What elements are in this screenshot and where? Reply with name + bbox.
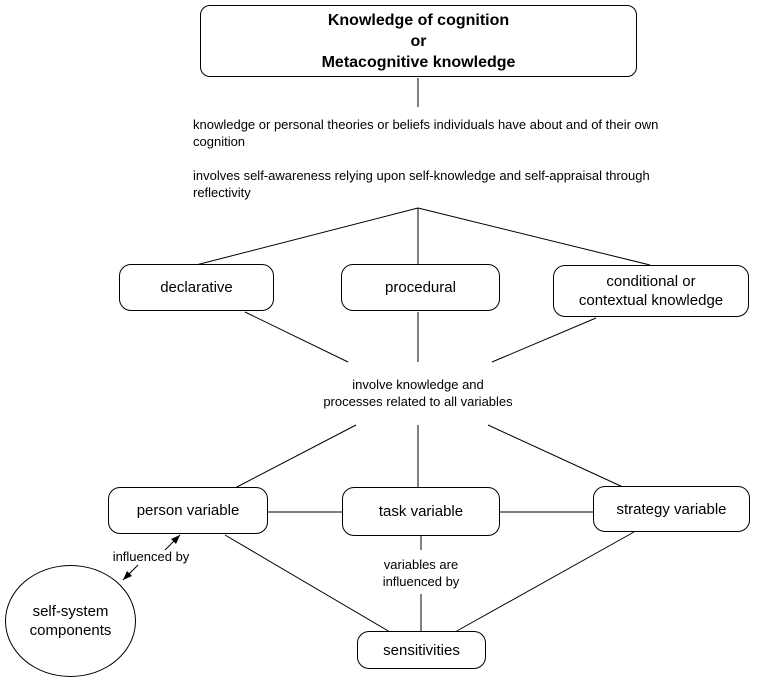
declarative-node: declarative [119, 264, 274, 311]
influenced-by-label: influenced by [112, 549, 190, 564]
task-variable-label: task variable [378, 503, 464, 520]
title-line-3: Metacognitive knowledge [321, 53, 516, 71]
conditional-label-line-1: conditional or [606, 273, 696, 290]
connector-involve-strategy [487, 424, 626, 489]
self-system-label-line-2: components [29, 622, 112, 639]
title-line-1: Knowledge of cognition [327, 11, 510, 29]
person-variable-label: person variable [136, 502, 240, 519]
person-variable-node: person variable [108, 487, 268, 534]
description-paragraph-2: involves self-awareness relying upon sel… [193, 168, 650, 200]
variables-influenced-line-2: influenced by [382, 574, 460, 589]
connector-person-sensitivities [224, 534, 391, 633]
connector-to-conditional [417, 207, 651, 266]
involve-text: involve knowledge and processes related … [298, 376, 538, 410]
self-system-node: self-system components [5, 565, 136, 677]
strategy-variable-label: strategy variable [616, 500, 727, 518]
title-box: Knowledge of cognition or Metacognitive … [200, 5, 637, 77]
description-paragraph-1: knowledge or personal theories or belief… [193, 117, 659, 149]
self-system-label-line-1: self-system [32, 603, 109, 620]
title-line-2: or [410, 32, 427, 50]
procedural-label: procedural [385, 279, 456, 296]
connector-to-declarative [195, 207, 419, 266]
arrowhead-person-icon [171, 535, 180, 544]
declarative-label: declarative [160, 279, 233, 296]
connector-conditional-involve [491, 317, 597, 363]
task-variable-node: task variable [342, 487, 500, 536]
involve-text-line-2: processes related to all variables [323, 394, 513, 409]
sensitivities-node: sensitivities [357, 631, 486, 669]
conditional-node: conditional or contextual knowledge [553, 265, 749, 317]
conditional-label-line-2: contextual knowledge [578, 292, 724, 309]
variables-influenced-text: variables are influenced by [358, 556, 484, 590]
procedural-node: procedural [341, 264, 500, 311]
strategy-variable-node: strategy variable [593, 486, 750, 532]
arrowhead-self-system-icon [123, 571, 132, 580]
involve-text-line-1: involve knowledge and [352, 377, 484, 392]
connector-involve-person [234, 424, 357, 489]
connector-strategy-sensitivities [454, 531, 635, 633]
sensitivities-label: sensitivities [383, 641, 460, 659]
variables-influenced-line-1: variables are [383, 557, 459, 572]
connector-declarative-involve [244, 311, 349, 363]
